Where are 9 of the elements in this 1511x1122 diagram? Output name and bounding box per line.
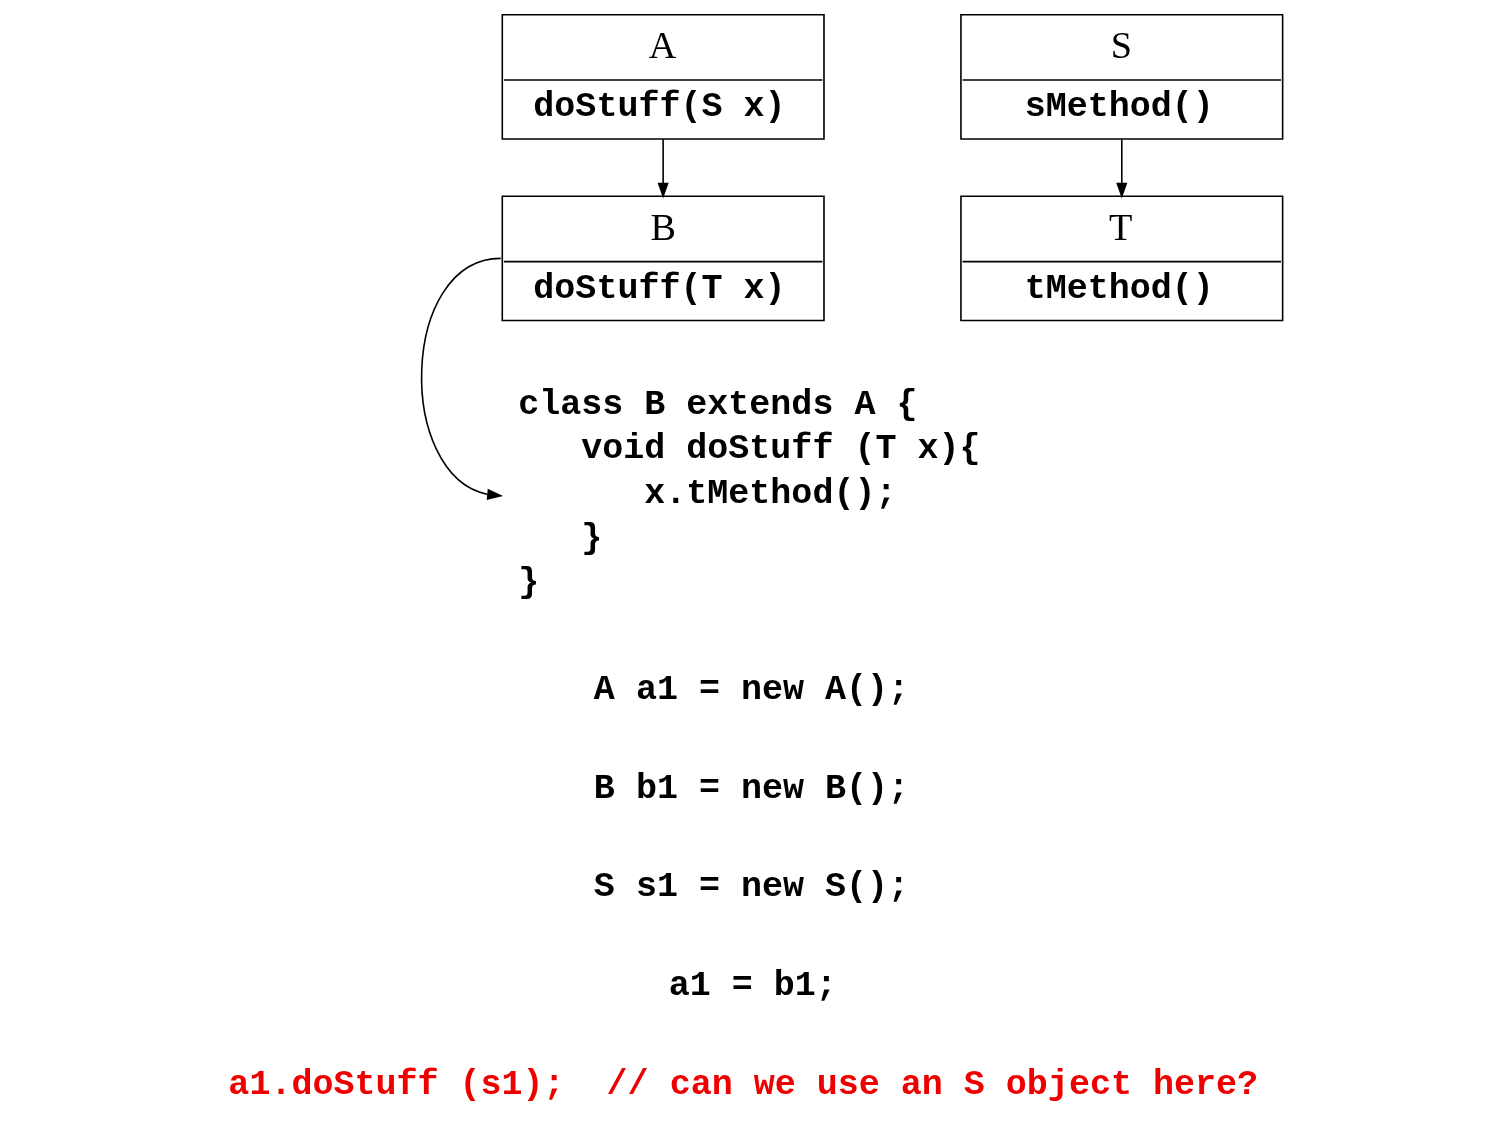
label: S s1 = new S(); — [593, 867, 910, 908]
arrow — [420, 257, 504, 500]
label: A a1 = new A(); — [593, 669, 910, 710]
label: B b1 = new B(); — [593, 768, 910, 809]
label: a1 = b1; — [668, 966, 837, 1007]
arrow — [1116, 138, 1128, 199]
node-text: class B extends A { void doStuff (T x){ x.tMethod(); } } — [518, 384, 981, 604]
arrow — [657, 138, 669, 199]
label: a1.doStuff (s1); // can we use an S object here? — [228, 1064, 1259, 1105]
